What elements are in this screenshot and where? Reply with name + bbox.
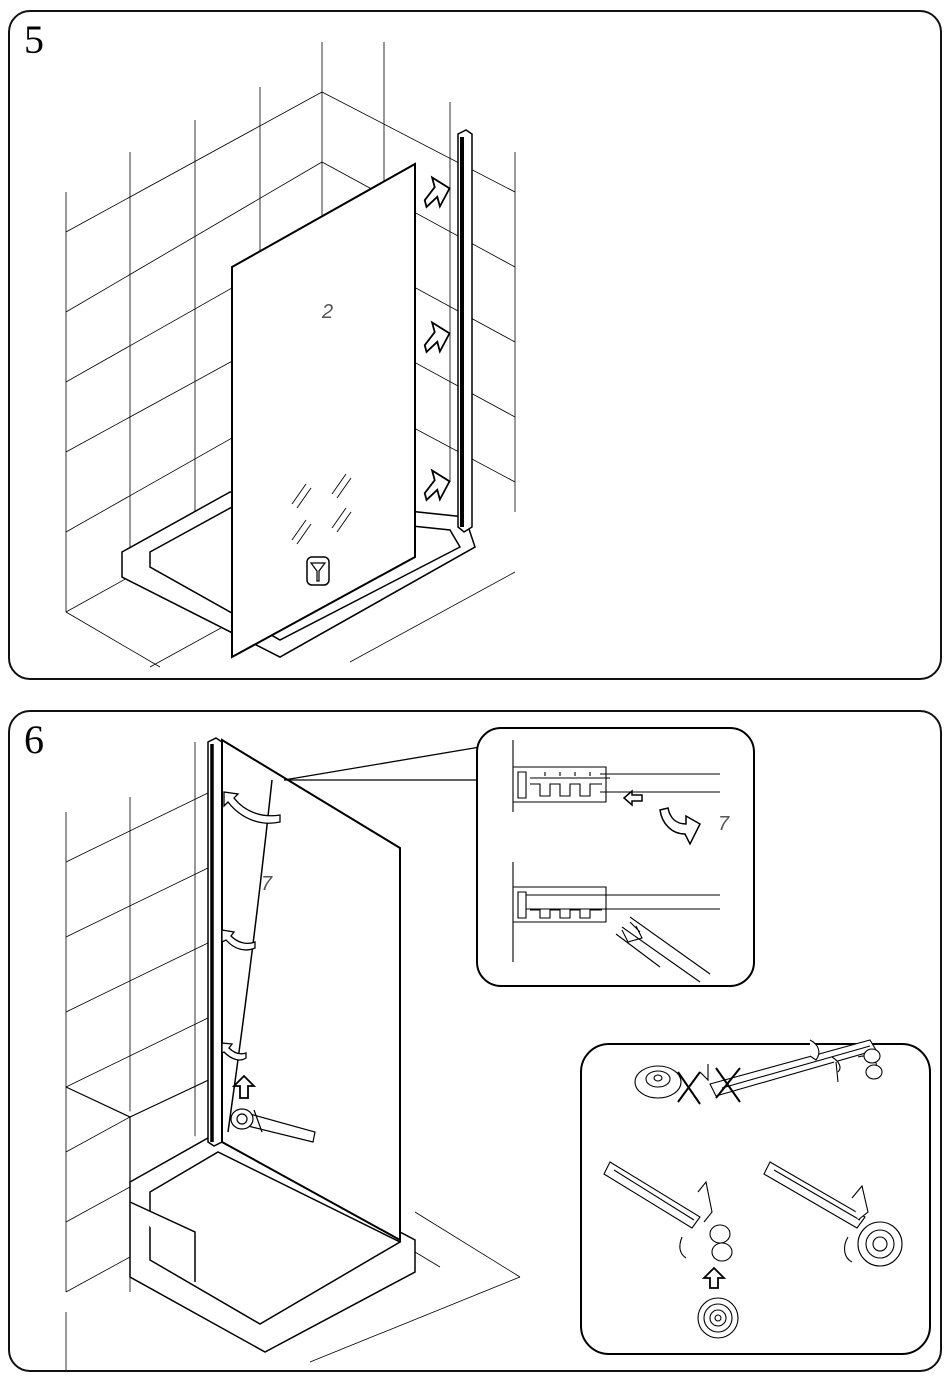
wall-profile [458,130,472,532]
insert-arrows [420,174,454,503]
callout-connector [284,747,480,780]
step-6-illustration: 7 [10,712,940,1370]
step-5-panel: 5 [8,10,942,680]
rotation-label: 7 [261,873,273,895]
arrow-right-icon [420,174,454,210]
wall-profile [208,738,222,1146]
detail-rotation-label: 7 [718,813,730,835]
glass-symbol-icon [307,557,329,585]
arrow-right-icon [420,467,454,503]
detail-callout: 7 [477,728,754,986]
roller-wheel [698,1298,738,1338]
step-5-illustration: 2 [10,12,940,678]
arrow-right-icon [420,319,454,355]
roller-detail [581,1040,930,1354]
step-6-panel: 6 [8,710,942,1372]
glass-panel-label: 2 [321,301,333,323]
